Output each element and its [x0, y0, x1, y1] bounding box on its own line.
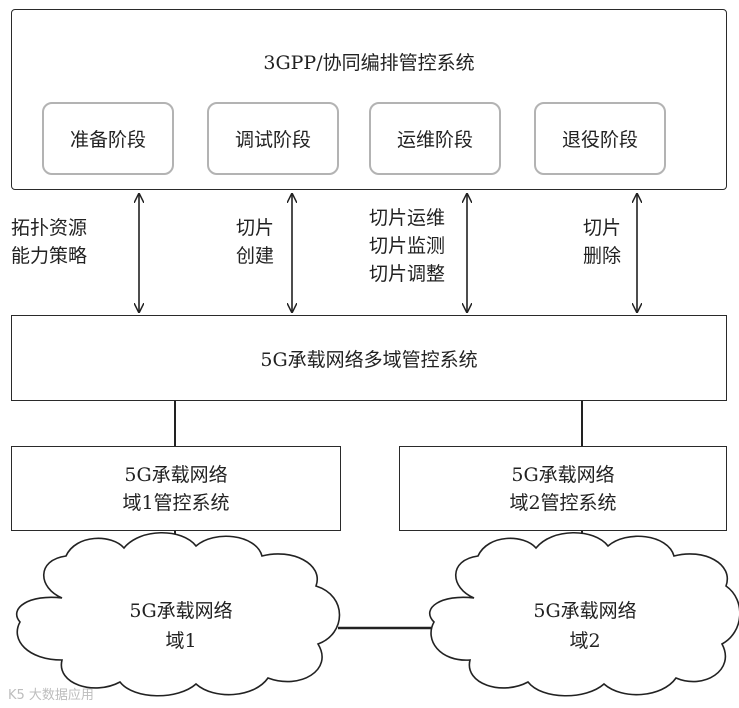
domain2-controller-line: 域2管控系统 — [509, 491, 617, 514]
stage-operate: 运维阶段 — [369, 102, 501, 175]
network1-label-line: 域1 — [165, 630, 197, 652]
domain1-controller-line: 域1管控系统 — [122, 491, 230, 514]
label-line: 拓扑资源 — [11, 217, 88, 239]
orchestration-system-box: 3GPP/协同编排管控系统 准备阶段 调试阶段 运维阶段 退役阶段 — [11, 9, 727, 190]
network2-label-line: 域2 — [569, 630, 601, 652]
label-slice-delete: 切片 删除 — [583, 214, 621, 270]
domain1-controller-line: 5G承载网络 — [124, 463, 228, 486]
domain2-controller-line: 5G承载网络 — [511, 463, 615, 486]
watermark: K5 大数据应用 — [8, 688, 94, 703]
label-line: 切片 — [236, 217, 275, 239]
label-line: 创建 — [236, 245, 275, 267]
multi-domain-system-box: 5G承载网络多域管控系统 — [11, 315, 727, 401]
label-line: 切片调整 — [369, 263, 446, 285]
label-line: 能力策略 — [11, 245, 88, 267]
label-topology-policy: 拓扑资源 能力策略 — [11, 214, 87, 270]
cloud-network-2 — [428, 531, 739, 697]
network1-label-line: 5G承载网络 — [129, 600, 233, 622]
label-line: 删除 — [583, 245, 622, 267]
stage-retire: 退役阶段 — [534, 102, 666, 175]
domain2-controller-box: 5G承载网络 域2管控系统 — [399, 446, 727, 531]
label-line: 切片监测 — [369, 235, 446, 257]
network2-label: 5G承载网络 域2 — [500, 596, 670, 656]
label-line: 切片运维 — [369, 207, 446, 229]
label-line: 切片 — [583, 217, 622, 239]
label-slice-create: 切片 创建 — [236, 214, 274, 270]
label-slice-operate: 切片运维 切片监测 切片调整 — [369, 204, 445, 288]
network2-label-line: 5G承载网络 — [533, 600, 637, 622]
cloud-network-1 — [15, 531, 341, 697]
multi-domain-system-title: 5G承载网络多域管控系统 — [260, 348, 478, 371]
stage-prepare: 准备阶段 — [42, 102, 174, 175]
orchestration-system-title: 3GPP/协同编排管控系统 — [263, 52, 475, 74]
domain1-controller-box: 5G承载网络 域1管控系统 — [11, 446, 341, 531]
stage-debug: 调试阶段 — [207, 102, 339, 175]
network1-label: 5G承载网络 域1 — [96, 596, 266, 656]
